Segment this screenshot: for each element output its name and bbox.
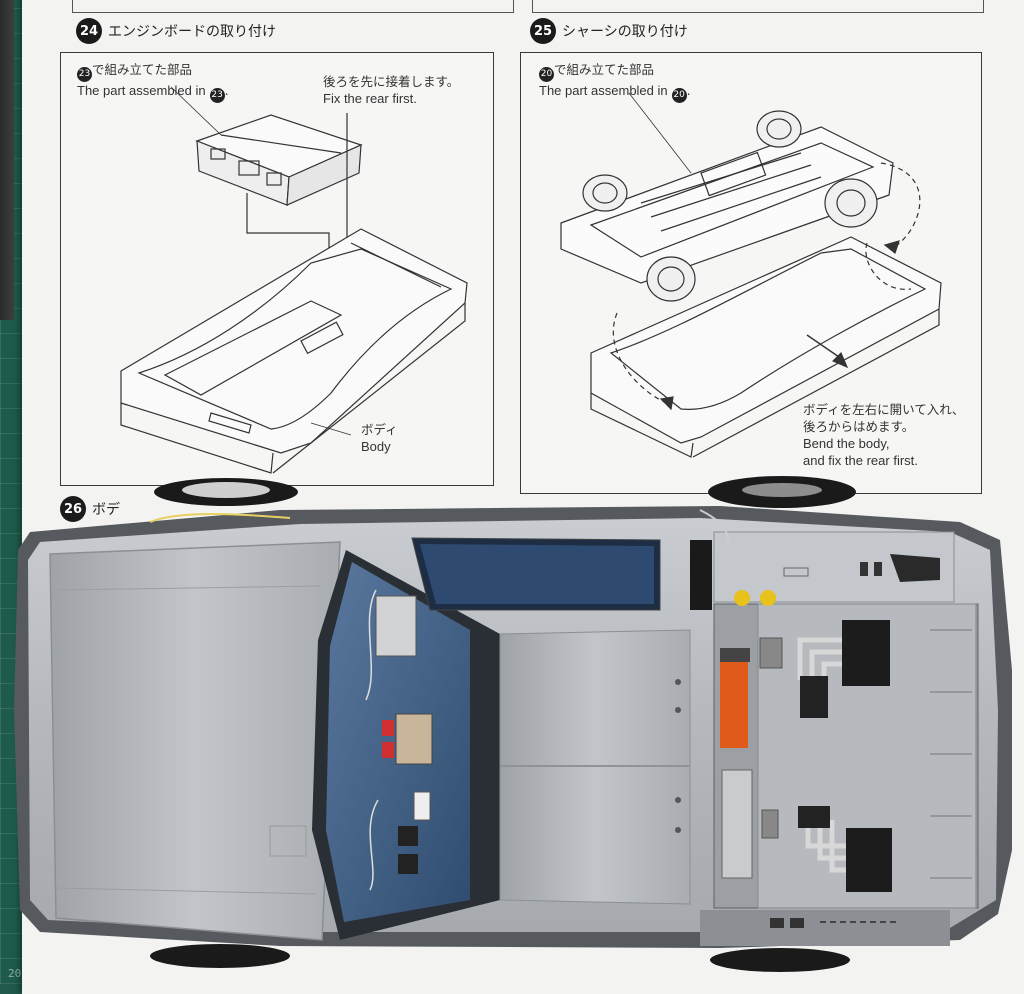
ref-badge: 20 — [539, 67, 554, 82]
step-number-badge: 26 — [60, 496, 86, 522]
wheel-rim — [742, 483, 822, 497]
note-en: Fix the rear first. — [323, 91, 417, 106]
wheel-rim — [182, 482, 270, 498]
note-jp: ボディを左右に開いて入れ、 — [803, 402, 965, 417]
note-jp: 後ろからはめます。 — [803, 419, 915, 434]
tire — [710, 948, 850, 972]
note-en: Body — [361, 439, 391, 454]
previous-panel-edge — [532, 0, 984, 13]
chassis-diagram — [560, 92, 942, 458]
red-detail — [382, 720, 394, 736]
previous-panel-edge — [72, 0, 514, 13]
model-car-photo — [0, 470, 1024, 984]
step-number-badge: 25 — [530, 18, 556, 44]
step-26-heading: 26 ボデ — [60, 496, 120, 522]
ruler-label: 20 — [8, 967, 22, 980]
ref-badge: 23 — [77, 67, 92, 82]
step-25-heading: 25 シャーシの取り付け — [530, 18, 688, 44]
delorean-model — [14, 476, 1012, 972]
note-en: The part assembled in — [77, 83, 206, 98]
note-en: and fix the rear first. — [803, 453, 918, 468]
orange-coil — [720, 652, 748, 748]
note-jp: で組み立てた部品 — [92, 62, 193, 77]
note-en: The part assembled in — [539, 83, 668, 98]
control-box — [395, 713, 433, 765]
step-number-badge: 24 — [76, 18, 102, 44]
flux-unit — [842, 620, 890, 686]
step-24-heading: 24 エンジンボードの取り付け — [76, 18, 276, 44]
bend-body-note: ボディを左右に開いて入れ、 後ろからはめます。 Bend the body, a… — [803, 401, 964, 469]
tire — [150, 944, 290, 968]
seat-detail — [375, 595, 417, 657]
note-jp: 後ろを先に接着します。 — [323, 74, 460, 89]
yellow-light — [760, 590, 776, 606]
ref-badge: 20 — [671, 88, 687, 103]
body-label: ボディ Body — [361, 421, 398, 455]
rear-first-note: 後ろを先に接着します。 Fix the rear first. — [323, 73, 459, 107]
note-jp: で組み立てた部品 — [554, 62, 655, 77]
note-en: Bend the body, — [803, 436, 890, 451]
note-jp: ボディ — [361, 422, 398, 437]
step-title-partial: ボデ — [92, 502, 120, 518]
mat-edge-object — [0, 0, 14, 320]
red-detail — [382, 742, 394, 758]
flux-unit — [846, 828, 892, 892]
step-title: シャーシの取り付け — [562, 24, 688, 40]
yellow-light — [734, 590, 750, 606]
engine-board-diagram — [120, 86, 468, 474]
step-title: エンジンボードの取り付け — [108, 24, 276, 40]
ref-badge: 23 — [209, 88, 225, 103]
